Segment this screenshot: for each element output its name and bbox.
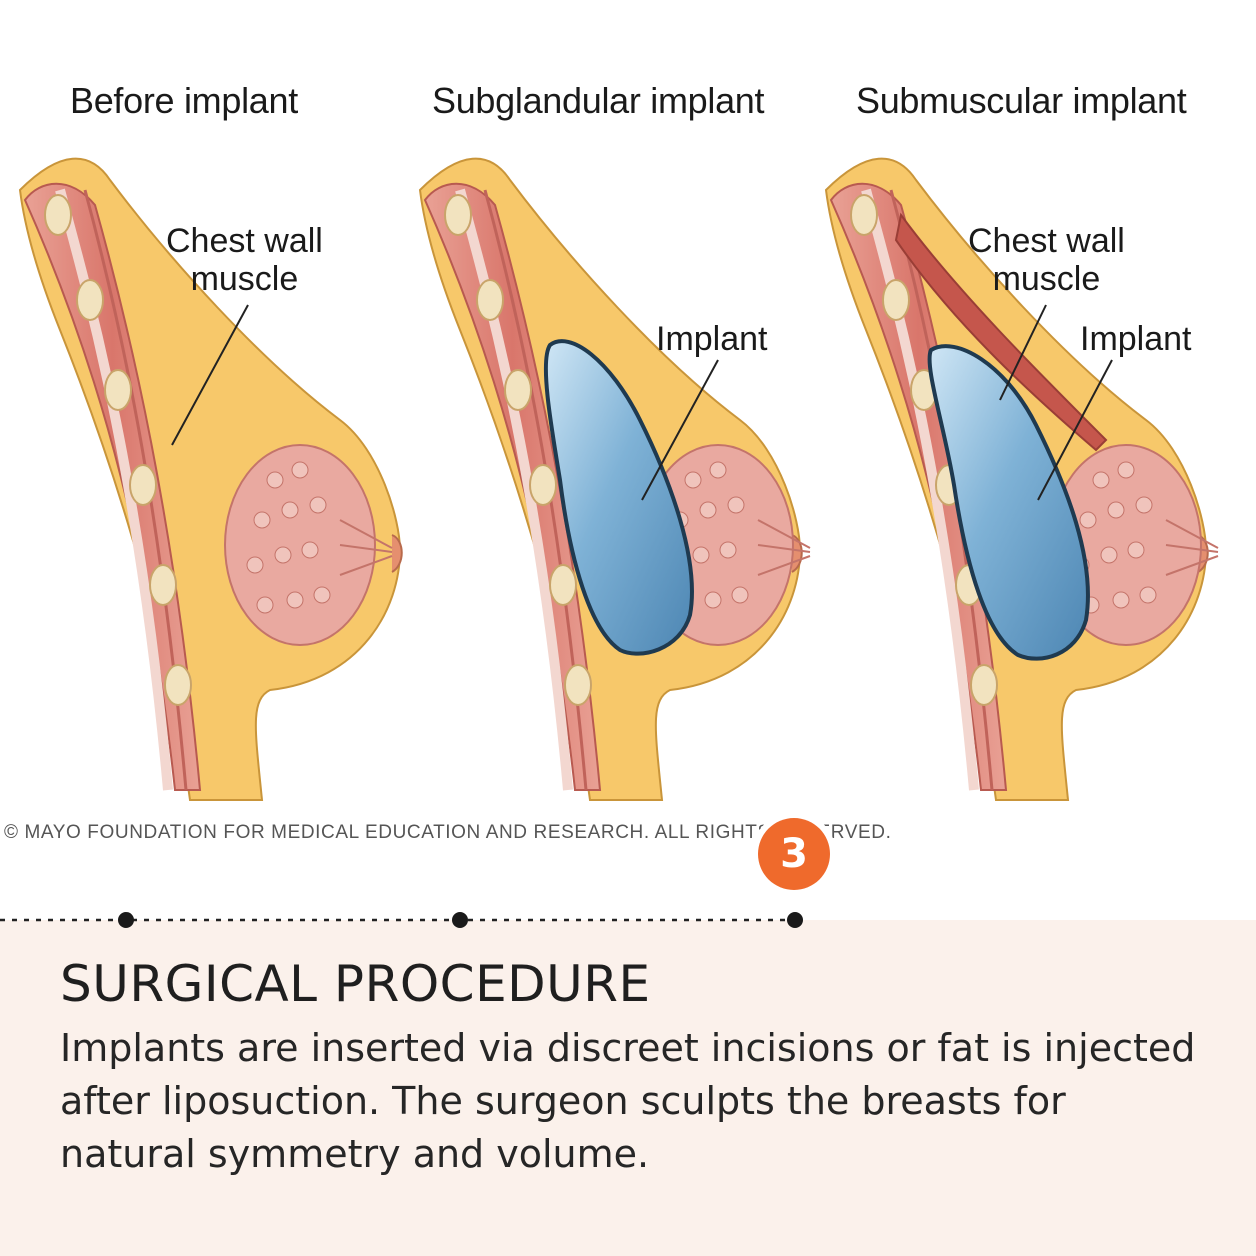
- content-panel: [0, 920, 1256, 1256]
- timeline-dot-2: [452, 912, 468, 928]
- breast-implant-diagram: [0, 0, 1219, 900]
- label-chest-wall-muscle-1: Chest wall muscle: [166, 222, 323, 298]
- label-chest-wall-muscle-3: Chest wall muscle: [968, 222, 1125, 298]
- submuscular-implant-illustration: [826, 159, 1219, 800]
- step-timeline: [0, 912, 803, 928]
- column-title-before: Before implant: [70, 80, 298, 121]
- section-description: Implants are inserted via discreet incis…: [60, 1026, 1196, 1176]
- label-implant-2: Implant: [656, 320, 768, 358]
- subglandular-implant-illustration: [420, 159, 811, 800]
- section-heading: SURGICAL PROCEDURE: [60, 955, 651, 1013]
- column-title-subglandular: Subglandular implant: [432, 80, 765, 121]
- label-implant-3: Implant: [1080, 320, 1192, 358]
- column-title-submuscular: Submuscular implant: [856, 80, 1187, 121]
- step-number-badge: 3: [758, 818, 830, 890]
- timeline-dot-3: [787, 912, 803, 928]
- timeline-dot-1: [118, 912, 134, 928]
- copyright-notice: © MAYO FOUNDATION FOR MEDICAL EDUCATION …: [4, 822, 892, 843]
- before-implant-illustration: [20, 159, 402, 800]
